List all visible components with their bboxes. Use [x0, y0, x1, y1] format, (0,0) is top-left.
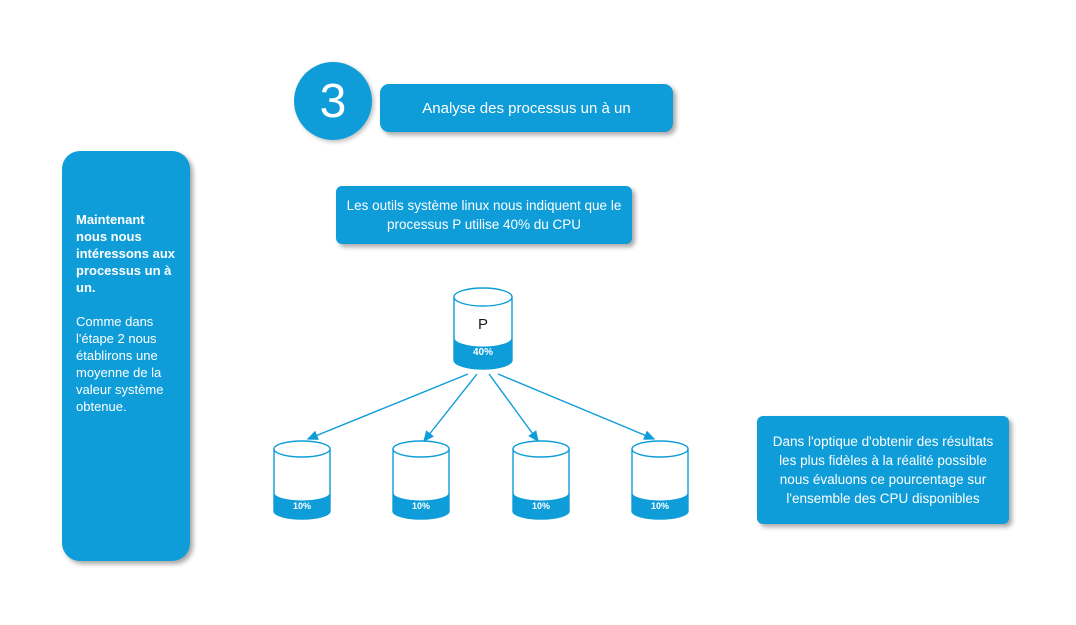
- cpu-cylinder-3: 10%: [512, 440, 570, 520]
- distribution-arrows: [306, 373, 656, 443]
- process-usage-note-text: Les outils système linux nous indiquent …: [346, 198, 622, 232]
- evaluation-note-text: Dans l'optique d'obtenir des résultats l…: [772, 434, 994, 506]
- intro-panel: Maintenant nous nous intéressons aux pro…: [62, 151, 190, 561]
- arrow-to-cpu-1: [306, 373, 469, 440]
- process-usage-note: Les outils système linux nous indiquent …: [336, 186, 632, 244]
- arrow-to-cpu-3: [488, 373, 539, 443]
- title-text: Analyse des processus un à un: [422, 99, 631, 117]
- cpu-percent: 10%: [651, 501, 669, 511]
- step-number: 3: [319, 74, 347, 128]
- cpu-percent: 10%: [293, 501, 311, 511]
- step-number-badge: 3: [294, 62, 372, 140]
- arrow-to-cpu-4: [497, 373, 656, 440]
- evaluation-note: Dans l'optique d'obtenir des résultats l…: [757, 416, 1009, 524]
- process-cylinder: P 40%: [453, 287, 513, 370]
- cpu-cylinder-2: 10%: [392, 440, 450, 520]
- cpu-cylinder-1: 10%: [273, 440, 331, 520]
- cpu-cylinder-4: 10%: [631, 440, 689, 520]
- cpu-percent: 10%: [412, 501, 430, 511]
- intro-paragraph-bold: Maintenant nous nous intéressons aux pro…: [76, 212, 175, 295]
- cpu-percent: 10%: [532, 501, 550, 511]
- process-label: P: [478, 316, 488, 333]
- process-usage-percent: 40%: [473, 347, 493, 358]
- intro-paragraph: Comme dans l'étape 2 nous établirons une…: [76, 314, 164, 414]
- title-banner: Analyse des processus un à un: [380, 84, 673, 132]
- arrow-to-cpu-2: [423, 373, 478, 443]
